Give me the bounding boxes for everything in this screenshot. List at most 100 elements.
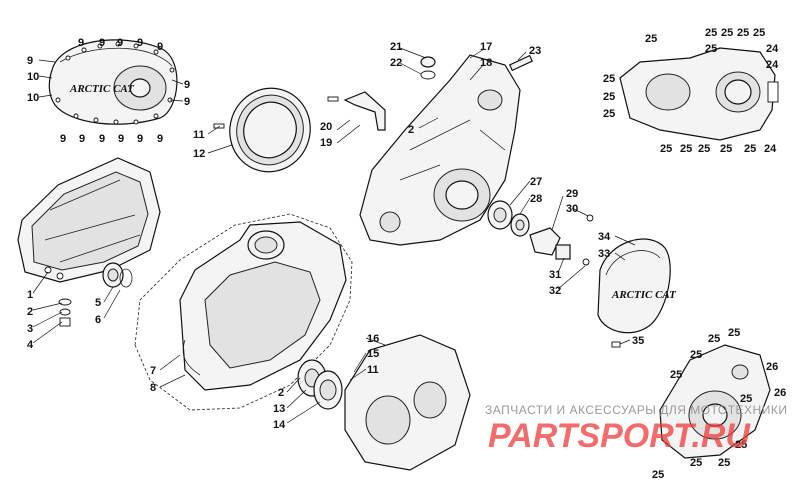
dipstick-23 [508, 54, 534, 72]
callout: 25 [705, 27, 717, 39]
pump-cover [659, 344, 771, 459]
callout: 25 [690, 457, 702, 469]
callout-labels: 9 9 9 9 9 9 9 10 9 10 9 9 9 9 9 9 9 11 1… [27, 27, 786, 481]
leader-lines [32, 47, 636, 424]
callout: 27 [530, 176, 542, 188]
callout: 14 [273, 419, 286, 431]
callout: 8 [150, 382, 156, 394]
stator-cover: ARCTIC CAT [597, 238, 677, 348]
crankcase-gasket [134, 213, 353, 411]
callout: 9 [184, 79, 190, 91]
callout: 25 [705, 43, 717, 55]
stator-cover-logo: ARCTIC CAT [611, 289, 677, 301]
seal-13-14 [297, 359, 343, 410]
callout: 9 [27, 55, 33, 67]
callout: 9 [184, 96, 190, 108]
callout: 2 [408, 124, 414, 136]
callout: 4 [27, 339, 34, 351]
gear-case-cover [619, 47, 779, 141]
bearing-27-28 [487, 200, 530, 237]
callout: 9 [117, 37, 123, 49]
callout: 25 [603, 108, 615, 120]
callout: 1 [27, 289, 33, 301]
belt-cover-logo: ARCTIC CAT [69, 83, 135, 95]
callout: 25 [660, 143, 672, 155]
clutch-cover-ring [213, 87, 311, 173]
callout: 11 [367, 364, 379, 376]
callout: 16 [367, 333, 379, 345]
callout: 25 [735, 439, 747, 451]
callout-24-side: 24 [766, 59, 779, 71]
callout: 9 [137, 133, 143, 145]
callout: 19 [320, 137, 332, 149]
callout: 15 [367, 348, 379, 360]
plate-29-31 [529, 214, 594, 266]
callout: 9 [99, 37, 105, 49]
callout: 25 [603, 91, 615, 103]
callout-24-top: 24 [766, 43, 779, 55]
bearing-5 [102, 262, 133, 288]
callout: 25 [744, 143, 756, 155]
watermark-brand: PARTSPORT.RU [488, 417, 751, 455]
callout: 9 [99, 133, 105, 145]
callout: 9 [118, 133, 124, 145]
callout: 25 [698, 143, 710, 155]
callout: 9 [79, 133, 85, 145]
callout: 32 [549, 285, 561, 297]
callout: 25 [721, 27, 733, 39]
callout: 18 [480, 57, 492, 69]
callout: 9 [157, 133, 163, 145]
callout: 11 [193, 129, 205, 141]
inner-belt-housing [17, 157, 161, 283]
callout: 20 [320, 121, 332, 133]
watermark-tagline: ЗАПЧАСТИ И АКСЕССУАРЫ ДЛЯ МОТОТЕХНИКИ [485, 403, 787, 417]
callout: 25 [718, 457, 730, 469]
callout: 2 [278, 387, 284, 399]
callout: 25 [645, 33, 657, 45]
callout: 25 [740, 393, 752, 405]
callout: 33 [598, 248, 610, 260]
callout: 25 [680, 143, 692, 155]
callout: 25 [728, 327, 740, 339]
callout: 7 [150, 365, 156, 377]
callout: 26 [774, 387, 786, 399]
callout: 25 [737, 27, 749, 39]
callout: 25 [603, 73, 615, 85]
callout: 12 [193, 148, 205, 160]
callout: 5 [95, 297, 101, 309]
oil-cap-21-22 [420, 56, 436, 80]
callout: 35 [632, 335, 644, 347]
callout: 34 [598, 231, 611, 243]
callout: 9 [78, 37, 84, 49]
callout: 30 [566, 203, 578, 215]
callout: 17 [480, 41, 492, 53]
callout: 25 [753, 27, 765, 39]
callout: 9 [157, 41, 163, 53]
cover-bolts [55, 41, 175, 125]
crankcase-left [179, 221, 347, 391]
callout: 25 [652, 469, 664, 481]
callout: 9 [137, 37, 143, 49]
outer-belt-cover: ARCTIC CAT [48, 39, 178, 125]
crankcase-right [359, 54, 521, 246]
stator-gasket [344, 334, 471, 471]
callout: 26 [766, 361, 778, 373]
bracket-19-20 [327, 91, 386, 131]
callout: 31 [549, 269, 561, 281]
callout: 2 [27, 306, 33, 318]
callout: 10 [27, 92, 39, 104]
watermark: ЗАПЧАСТИ И АКСЕССУАРЫ ДЛЯ МОТОТЕХНИКИ PA… [485, 403, 787, 455]
callout: 24 [764, 143, 777, 155]
callout: 25 [720, 143, 732, 155]
callout: 29 [566, 188, 578, 200]
callout: 9 [60, 133, 66, 145]
callout: 25 [708, 333, 720, 345]
callout: 10 [27, 71, 39, 83]
callout: 28 [530, 193, 542, 205]
callout: 21 [390, 41, 402, 53]
callout: 22 [390, 57, 402, 69]
callout: 6 [95, 314, 101, 326]
callout: 13 [273, 403, 285, 415]
callout: 25 [690, 349, 702, 361]
